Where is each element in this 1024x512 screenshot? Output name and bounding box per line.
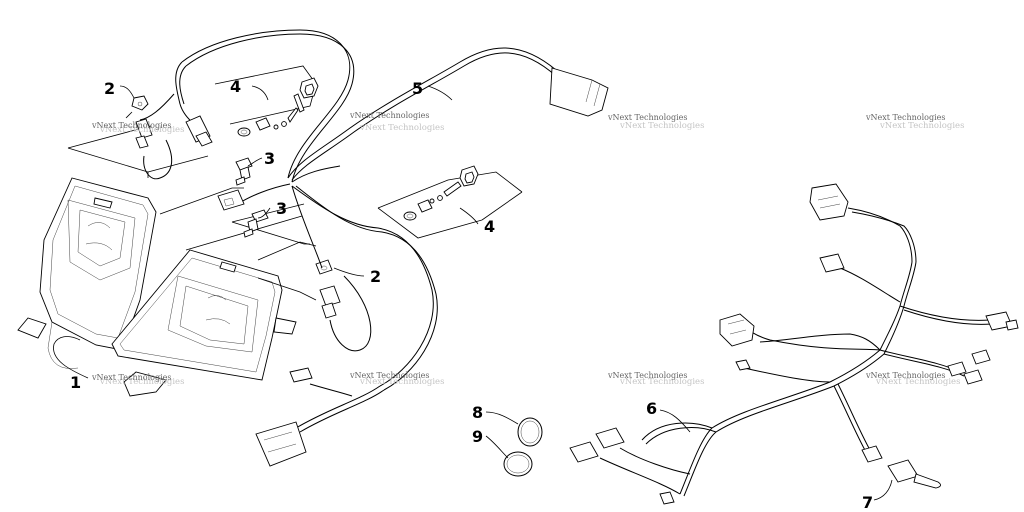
callout-4-lower: 4	[484, 217, 495, 236]
accessory-harness	[599, 207, 993, 497]
leader-lines	[53, 85, 893, 501]
watermark-shadow: vNext Technologies	[359, 377, 444, 387]
socket-assembly-lower	[403, 165, 479, 221]
clamp-8	[517, 417, 543, 447]
watermark-shadow: vNext Technologies	[99, 125, 184, 135]
accessory-connectors	[569, 183, 1019, 505]
bulb-lower	[243, 209, 269, 238]
callout-2-lower: 2	[370, 267, 381, 286]
socket-assembly-upper	[237, 77, 319, 137]
watermark: vNext Technologies	[349, 111, 429, 120]
watermark: vNext Technologies	[607, 113, 687, 122]
cap-upper	[125, 95, 149, 119]
watermark-shadow: vNext Technologies	[359, 123, 444, 133]
watermark: vNext Technologies	[865, 113, 945, 122]
callout-1: 1	[70, 373, 81, 392]
cap-lower	[315, 259, 333, 275]
main-harness	[139, 29, 557, 433]
watermarks: vNext Technologies vNext Technologies vN…	[91, 111, 964, 387]
watermark: vNext Technologies	[865, 371, 945, 380]
watermark-shadow: vNext Technologies	[619, 121, 704, 131]
watermark: vNext Technologies	[607, 371, 687, 380]
callout-3-lower: 3	[276, 199, 287, 218]
bulb-upper	[235, 157, 253, 186]
callout-4-upper: 4	[230, 77, 241, 96]
callouts: 1 2 2 3 3 4 4 5 6 7 8 9	[70, 77, 873, 512]
watermark: vNext Technologies	[91, 373, 171, 382]
headlight-left	[17, 177, 157, 369]
watermark: vNext Technologies	[349, 371, 429, 380]
watermark-shadow: vNext Technologies	[619, 377, 704, 387]
callout-3-upper: 3	[264, 149, 275, 168]
callout-6: 6	[646, 399, 657, 418]
watermark-shadow: vNext Technologies	[875, 377, 960, 387]
callout-7: 7	[862, 493, 873, 512]
harness-connectors	[135, 67, 609, 467]
callout-2-upper: 2	[104, 79, 115, 98]
watermark-shadow: vNext Technologies	[879, 121, 964, 131]
watermark: vNext Technologies	[91, 121, 171, 130]
callout-9: 9	[472, 427, 483, 446]
headlight-right	[111, 249, 297, 397]
clamp-9	[503, 451, 533, 477]
callout-5: 5	[412, 79, 423, 98]
callout-8: 8	[472, 403, 483, 422]
watermark-shadow: vNext Technologies	[99, 377, 184, 387]
